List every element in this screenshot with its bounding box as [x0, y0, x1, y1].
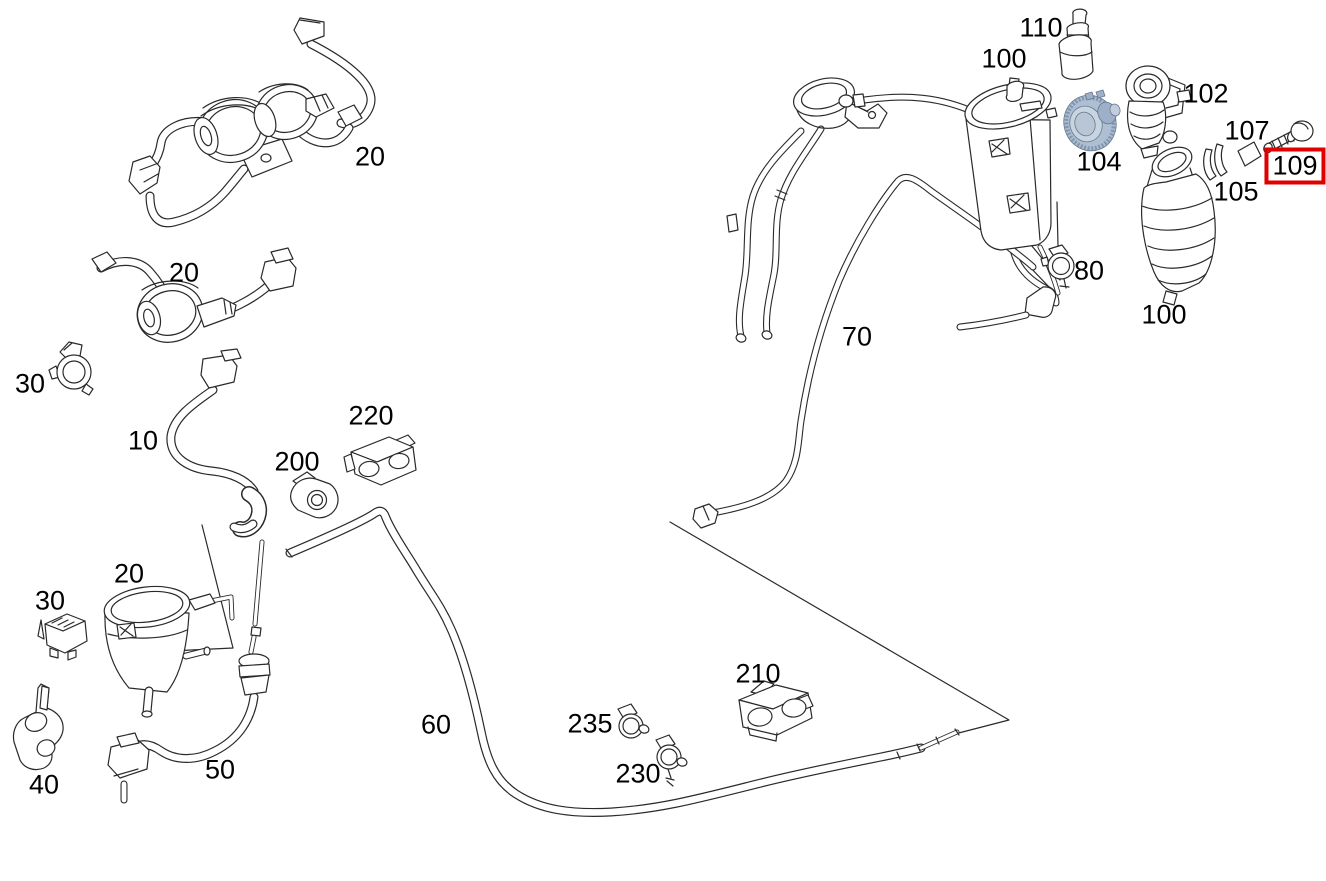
holder-40-art — [12, 683, 64, 771]
fitting-102-art — [1125, 65, 1192, 159]
part-label-30-clamp-lower[interactable]: 30 — [34, 585, 66, 616]
dust-filter-100-art — [1141, 146, 1216, 306]
part-label-105-rings[interactable]: 105 — [1213, 176, 1259, 207]
vent-line-70-art — [692, 177, 1033, 529]
part-label-220-bracket[interactable]: 220 — [348, 400, 394, 431]
part-label-109-bolt-selected[interactable]: 109 — [1264, 147, 1326, 185]
part-label-102-fitting[interactable]: 102 — [1183, 78, 1229, 109]
vent-tube-art — [838, 93, 1058, 327]
part-label-107-seal[interactable]: 107 — [1224, 115, 1270, 146]
part-label-80-clamp[interactable]: 80 — [1073, 255, 1105, 286]
part-label-200-clip[interactable]: 200 — [274, 446, 320, 477]
part-label-100-dust-filter[interactable]: 100 — [1141, 299, 1187, 330]
clamp-30-lower-art — [37, 613, 88, 661]
part-label-110-valve[interactable]: 110 — [1019, 12, 1063, 43]
part-label-70-vent-line[interactable]: 70 — [841, 321, 873, 352]
part-label-104-filter[interactable]: 104 — [1076, 146, 1122, 177]
part-label-20-shutoff-valve[interactable]: 20 — [113, 558, 145, 589]
clamp-80-art — [1040, 244, 1075, 289]
hose-set-20-top-art — [128, 17, 371, 223]
filler-neck-art — [726, 77, 888, 343]
section-leader-lines — [149, 233, 1061, 737]
part-label-20-purge-valve[interactable]: 20 — [168, 257, 200, 288]
bracket-220-art — [343, 434, 417, 486]
clamp-230-art — [655, 734, 688, 787]
part-label-40-holder[interactable]: 40 — [28, 769, 60, 800]
vent-pipe-10-art — [171, 348, 262, 652]
hose-50-art — [107, 653, 271, 800]
canister-100-art — [964, 77, 1058, 293]
part-label-210-bracket[interactable]: 210 — [735, 658, 781, 689]
clip-200-art — [290, 471, 339, 519]
clamp-235-art — [617, 703, 650, 739]
seal-107-art — [1237, 141, 1262, 167]
part-label-100-canister[interactable]: 100 — [981, 43, 1027, 74]
purge-valve-20-art — [91, 247, 297, 343]
valve-110-art — [1058, 8, 1094, 80]
part-label-230-clamp[interactable]: 230 — [615, 758, 661, 789]
shutoff-valve-20-art — [103, 585, 232, 718]
filter-104-art — [1063, 89, 1121, 152]
fuel-line-60-art — [285, 511, 960, 812]
rings-105-art — [1203, 143, 1228, 181]
part-label-20-hose-set-top[interactable]: 20 — [354, 141, 386, 172]
part-label-60-fuel-line[interactable]: 60 — [420, 709, 452, 740]
part-label-50-hose[interactable]: 50 — [204, 754, 236, 785]
bracket-210-art — [738, 680, 814, 742]
part-label-235-clamp[interactable]: 235 — [567, 708, 613, 739]
part-label-10-vent-pipe[interactable]: 10 — [127, 425, 159, 456]
part-label-30-clamp-upper[interactable]: 30 — [14, 368, 46, 399]
clamp-30-upper-art — [48, 341, 94, 396]
